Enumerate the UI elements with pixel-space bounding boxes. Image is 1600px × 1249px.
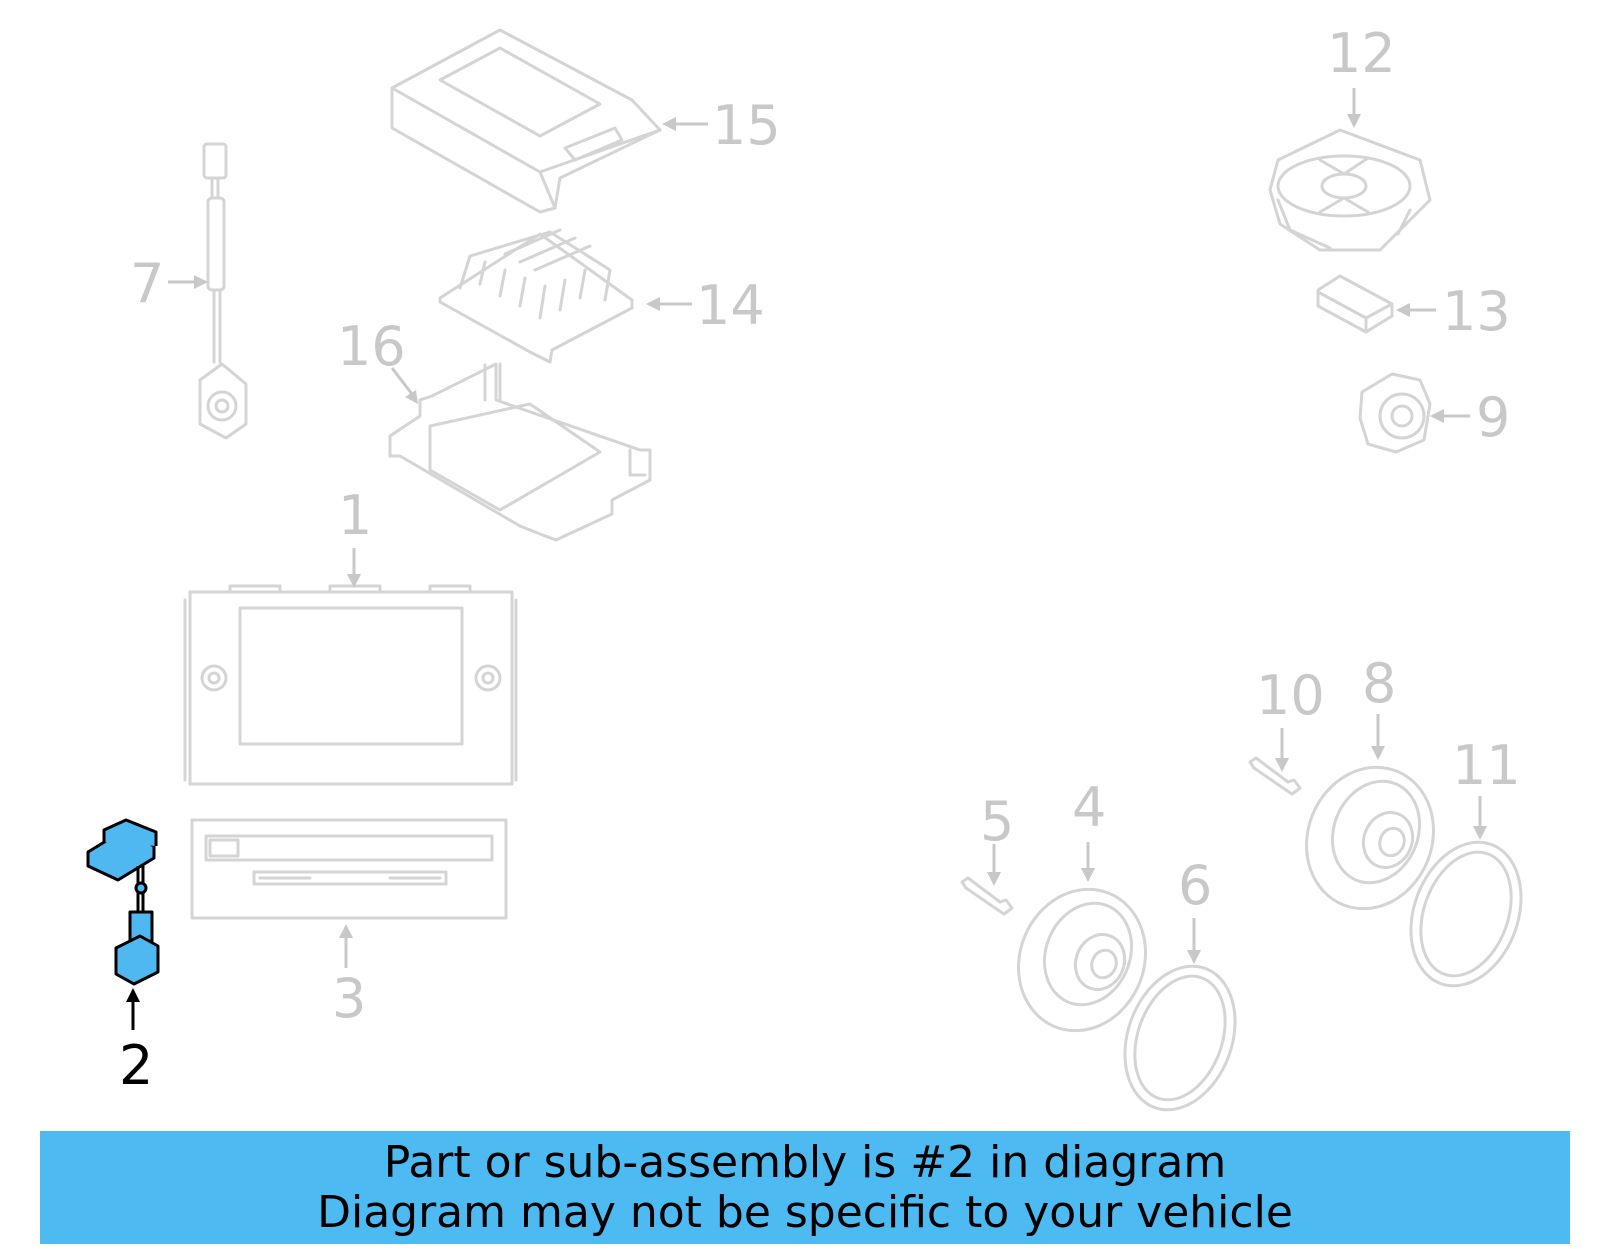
callout-9: 9 bbox=[1476, 386, 1510, 449]
part-8[interactable] bbox=[1286, 748, 1455, 928]
callout-8: 8 bbox=[1362, 652, 1396, 715]
part-10[interactable] bbox=[1248, 756, 1302, 796]
part-15[interactable] bbox=[390, 28, 662, 214]
leader-9 bbox=[1430, 409, 1470, 423]
callout-7: 7 bbox=[130, 252, 164, 315]
info-banner: Part or sub-assembly is #2 in diagram Di… bbox=[40, 1131, 1570, 1244]
leader-4 bbox=[1081, 842, 1095, 882]
part-2[interactable] bbox=[86, 818, 160, 986]
callout-3: 3 bbox=[332, 967, 366, 1030]
part-1[interactable] bbox=[183, 584, 518, 786]
part-11[interactable] bbox=[1392, 827, 1540, 1002]
callout-1: 1 bbox=[338, 484, 372, 547]
leader-3 bbox=[339, 924, 353, 968]
banner-line-2: Diagram may not be specific to your vehi… bbox=[317, 1186, 1293, 1238]
callout-4: 4 bbox=[1072, 776, 1106, 839]
leader-7 bbox=[168, 275, 208, 289]
leader-6 bbox=[1187, 918, 1201, 964]
banner-line-1: Part or sub-assembly is #2 in diagram bbox=[383, 1136, 1227, 1188]
leader-15 bbox=[662, 117, 708, 131]
leader-11 bbox=[1473, 796, 1487, 840]
callout-16: 16 bbox=[337, 315, 406, 378]
part-14[interactable] bbox=[438, 228, 634, 364]
callout-13: 13 bbox=[1442, 280, 1511, 343]
leader-1 bbox=[347, 548, 361, 588]
callout-12: 12 bbox=[1327, 22, 1396, 85]
leader-10 bbox=[1275, 728, 1289, 772]
leader-12 bbox=[1347, 88, 1361, 128]
callout-10: 10 bbox=[1256, 664, 1325, 727]
leader-2 bbox=[126, 988, 140, 1030]
part-7[interactable] bbox=[198, 142, 248, 440]
part-6[interactable] bbox=[1106, 951, 1254, 1126]
callout-15: 15 bbox=[712, 94, 781, 157]
part-3[interactable] bbox=[190, 818, 508, 920]
part-12[interactable] bbox=[1268, 128, 1432, 252]
callout-11: 11 bbox=[1452, 734, 1521, 797]
part-5[interactable] bbox=[960, 876, 1014, 916]
leader-14 bbox=[646, 297, 692, 311]
part-13[interactable] bbox=[1316, 274, 1394, 334]
part-9[interactable] bbox=[1358, 372, 1432, 454]
callout-2: 2 bbox=[119, 1034, 153, 1097]
leader-8 bbox=[1371, 714, 1385, 760]
callout-5: 5 bbox=[980, 790, 1014, 853]
leader-16 bbox=[390, 367, 418, 404]
leader-13 bbox=[1396, 303, 1436, 317]
leader-5 bbox=[987, 844, 1001, 886]
part-4[interactable] bbox=[998, 870, 1167, 1050]
callout-14: 14 bbox=[696, 274, 765, 337]
part-16[interactable] bbox=[388, 362, 652, 542]
callout-6: 6 bbox=[1178, 854, 1212, 917]
